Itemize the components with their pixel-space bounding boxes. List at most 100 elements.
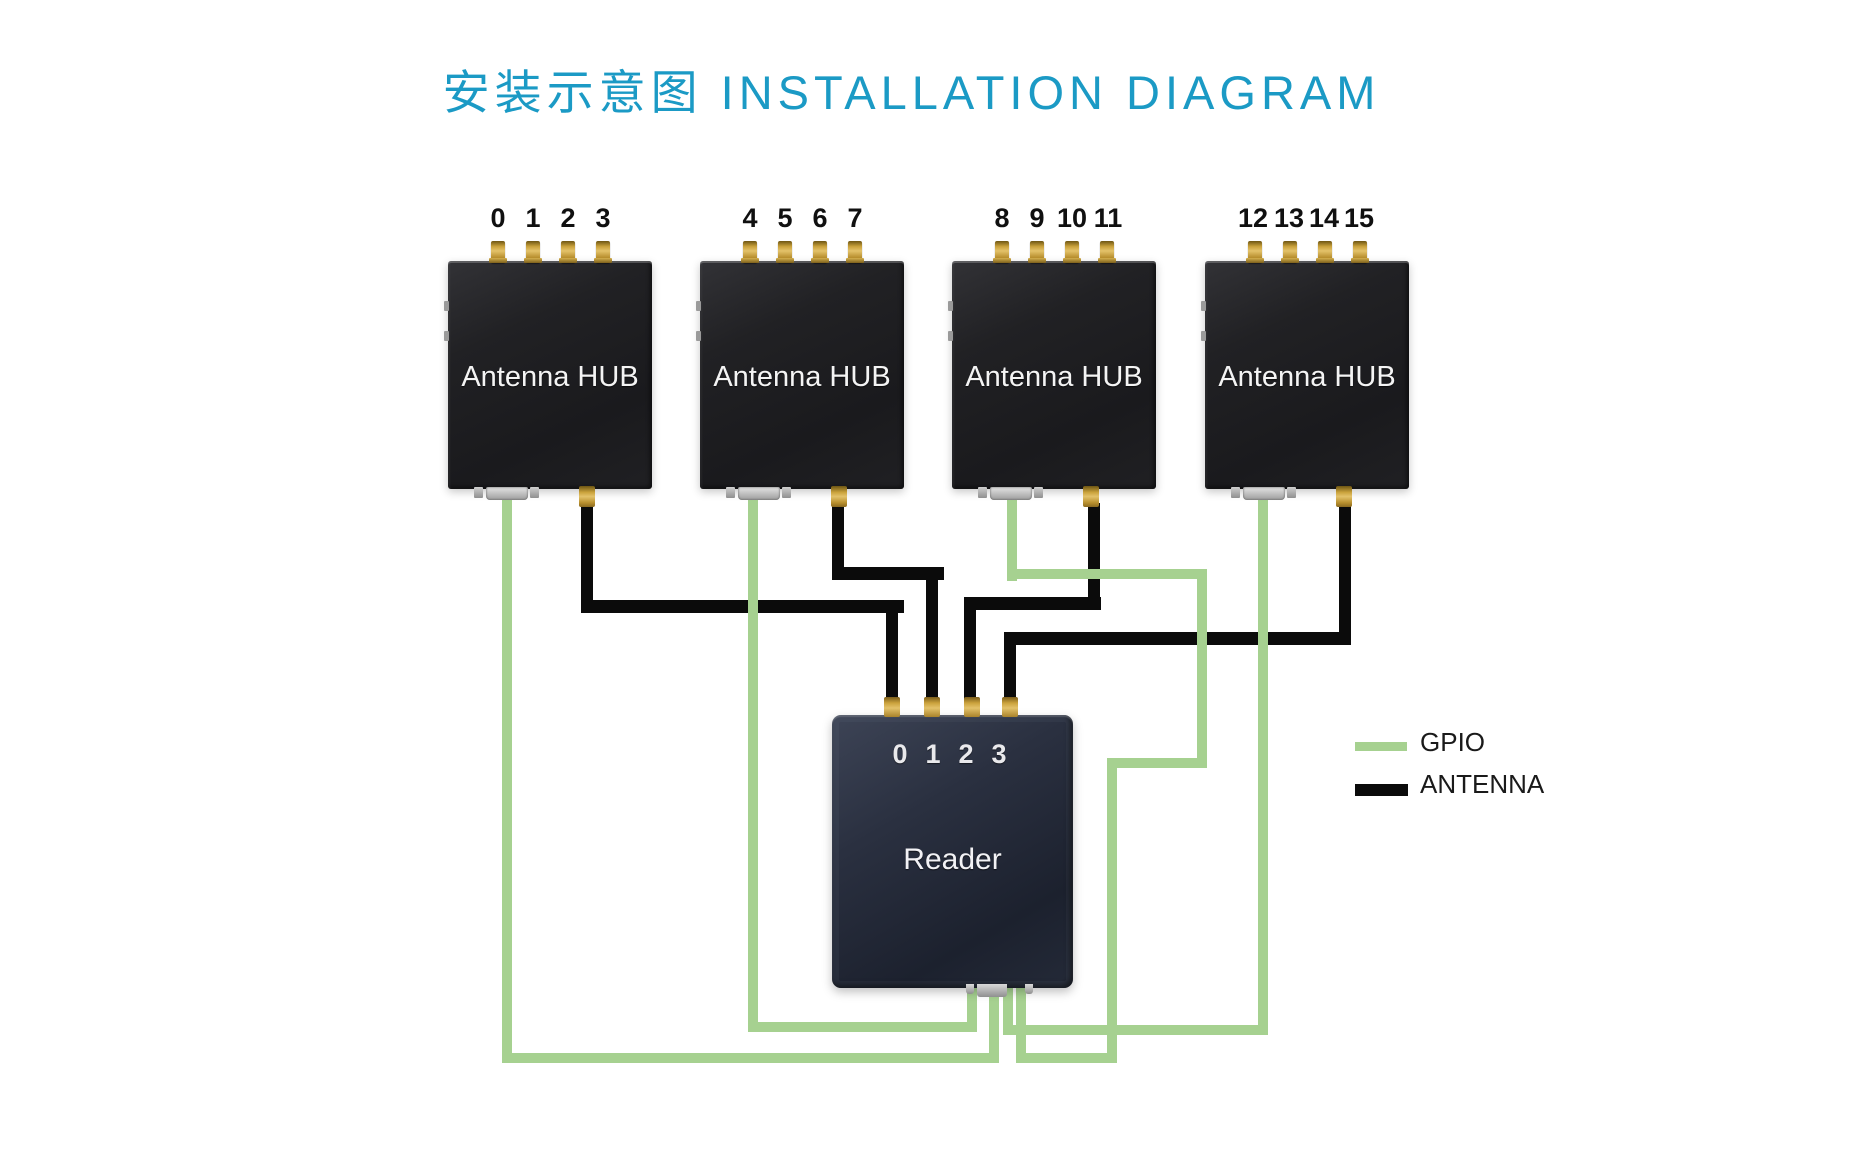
gpio-connector-icon — [486, 487, 528, 500]
coax-out-connector-icon — [831, 486, 847, 507]
page-title: 安装示意图 INSTALLATION DIAGRAM — [442, 66, 1381, 119]
reader-gpio-tab-icon — [1025, 984, 1033, 994]
hub1-port-label-3: 3 — [595, 203, 611, 233]
reader-port-label-3: 3 — [991, 739, 1007, 769]
antenna-swatch-icon — [1355, 784, 1408, 796]
hub4-port-label-3: 15 — [1343, 203, 1375, 233]
antenna-hub-4: 12 13 14 15 Antenna HUB — [1201, 203, 1409, 507]
gpio-cable-hub1-v1 — [502, 498, 512, 1063]
antenna-cable-hub2-v1 — [832, 503, 844, 580]
side-screw-icon — [1201, 301, 1206, 311]
hub4-port-label-1: 13 — [1273, 203, 1305, 233]
hub-label: Antenna HUB — [1218, 361, 1396, 393]
sma-port-icon — [1246, 241, 1264, 263]
coax-out-connector-icon — [1083, 486, 1099, 507]
gpio-cable-hub3-v1 — [1007, 498, 1017, 581]
reader-gpio-tab-icon — [966, 984, 974, 994]
hub3-port-label-1: 9 — [1029, 203, 1045, 233]
hub4-port-label-0: 12 — [1237, 203, 1269, 233]
hub-label: Antenna HUB — [461, 361, 639, 393]
gpio-cable-hub1-v2 — [989, 983, 999, 1063]
sma-plug-icon — [1002, 697, 1018, 717]
sma-port-icon — [1316, 241, 1334, 263]
side-screw-icon — [948, 301, 953, 311]
hub1-port-label-0: 0 — [490, 203, 506, 233]
gpio-cable-hub1-h — [502, 1053, 999, 1063]
reader-label: Reader — [903, 843, 1002, 876]
hub-label: Antenna HUB — [965, 361, 1143, 393]
hub2-port-label-2: 6 — [812, 203, 828, 233]
antenna-hub-3: 8 9 10 11 Antenna HUB — [948, 203, 1156, 507]
sma-port-icon — [1063, 241, 1081, 263]
screw-post-icon — [726, 487, 735, 498]
hub2-port-label-3: 7 — [847, 203, 863, 233]
hub4-port-label-2: 14 — [1308, 203, 1340, 233]
legend-gpio-label: GPIO — [1420, 727, 1486, 757]
gpio-cable-hub4-v2 — [1003, 983, 1013, 1035]
sma-plug-icon — [964, 697, 980, 717]
coax-out-connector-icon — [579, 486, 595, 507]
screw-post-icon — [474, 487, 483, 498]
sma-port-icon — [1098, 241, 1116, 263]
legend-antenna-label: ANTENNA — [1420, 769, 1545, 799]
gpio-cable-hub3-h3 — [1016, 1053, 1117, 1063]
gpio-connector-icon — [738, 487, 780, 500]
gpio-cable-hub3-v3 — [1107, 758, 1117, 1063]
screw-post-icon — [1287, 487, 1296, 498]
side-screw-icon — [696, 331, 701, 341]
reader-port-label-1: 1 — [925, 739, 941, 769]
screw-post-icon — [1034, 487, 1043, 498]
antenna-cable-hub1-v1 — [581, 503, 593, 606]
sma-port-icon — [559, 241, 577, 263]
gpio-swatch-icon — [1355, 742, 1407, 751]
side-screw-icon — [1201, 331, 1206, 341]
antenna-hub-1: 0 1 2 3 Antenna HUB — [444, 203, 652, 507]
antenna-cable-hub2-v2 — [926, 567, 938, 702]
screw-post-icon — [530, 487, 539, 498]
side-screw-icon — [444, 331, 449, 341]
hub2-port-label-0: 4 — [742, 203, 758, 233]
sma-port-icon — [524, 241, 542, 263]
sma-port-icon — [1028, 241, 1046, 263]
sma-port-icon — [846, 241, 864, 263]
hub3-port-label-0: 8 — [994, 203, 1010, 233]
sma-port-icon — [811, 241, 829, 263]
sma-plug-icon — [884, 697, 900, 717]
gpio-connector-icon — [1243, 487, 1285, 500]
sma-port-icon — [993, 241, 1011, 263]
gpio-cable-hub4-h — [1003, 1025, 1268, 1035]
antenna-cable-hub3-v1 — [1088, 503, 1100, 610]
antenna-cable-hub2-h — [832, 567, 944, 580]
gpio-cable-hub2-h — [748, 1022, 977, 1032]
hub2-port-label-1: 5 — [777, 203, 793, 233]
reader-gpio-connector-icon — [977, 984, 1007, 997]
sma-port-icon — [776, 241, 794, 263]
gpio-cable-hub3-v2 — [1197, 569, 1207, 768]
screw-post-icon — [978, 487, 987, 498]
antenna-cable-hub1-v2 — [886, 600, 898, 702]
hub-label: Antenna HUB — [713, 361, 891, 393]
antenna-cable-hub1-h — [581, 600, 904, 613]
side-screw-icon — [696, 301, 701, 311]
antenna-cable-hub3-v2 — [964, 597, 976, 702]
screw-post-icon — [782, 487, 791, 498]
antenna-cable-hub4-v1 — [1339, 503, 1351, 645]
antenna-hub-2: 4 5 6 7 Antenna HUB — [696, 203, 904, 507]
gpio-cable-hub3-h2 — [1107, 758, 1207, 768]
antenna-cable-hub4-h — [1004, 632, 1351, 645]
hub1-port-label-1: 1 — [525, 203, 541, 233]
gpio-cable-hub3-h1 — [1007, 569, 1207, 579]
hub1-port-label-2: 2 — [560, 203, 576, 233]
side-screw-icon — [444, 301, 449, 311]
gpio-connector-icon — [990, 487, 1032, 500]
sma-port-icon — [489, 241, 507, 263]
hub3-port-label-2: 10 — [1056, 203, 1088, 233]
gpio-cable-hub2-v2 — [967, 983, 977, 1032]
antenna-cable-hub4-v2 — [1004, 632, 1016, 702]
hub3-port-label-3: 11 — [1093, 203, 1123, 233]
gpio-cable-hub4-v1 — [1258, 498, 1268, 1035]
screw-post-icon — [1231, 487, 1240, 498]
side-screw-icon — [948, 331, 953, 341]
reader-port-label-2: 2 — [958, 739, 974, 769]
